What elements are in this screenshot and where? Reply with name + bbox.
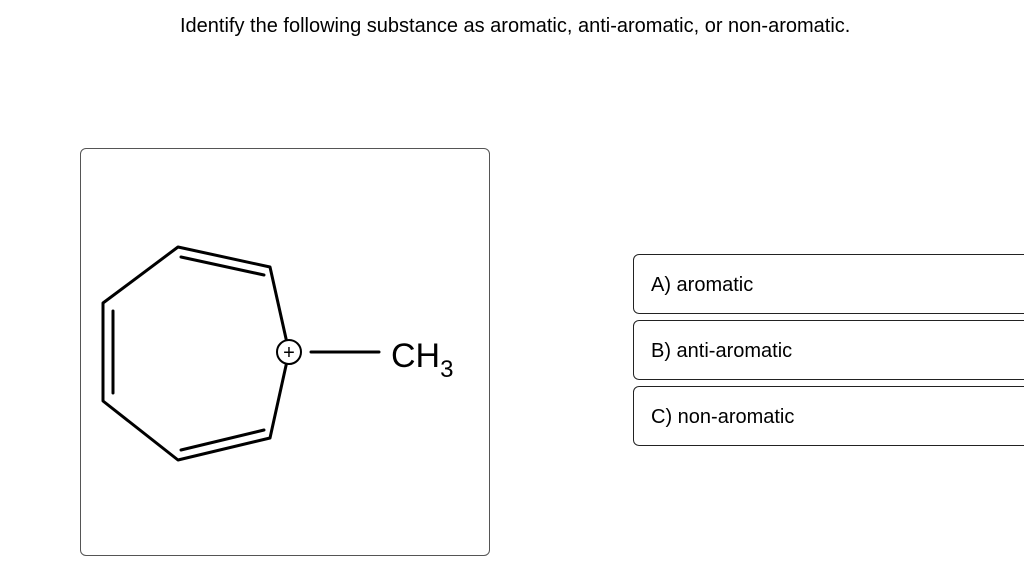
option-c-non-aromatic[interactable]: C) non-aromatic <box>633 386 1024 446</box>
option-a-label: A) aromatic <box>651 274 754 296</box>
methyl-subscript: 3 <box>440 356 453 383</box>
double-bond-top <box>179 255 266 277</box>
charge-circle <box>276 339 302 365</box>
option-b-anti-aromatic[interactable]: B) anti-aromatic <box>633 320 1024 380</box>
structure-image-box: + CH3 <box>80 148 490 556</box>
methyl-carbon-hydrogen: CH <box>391 337 440 375</box>
answer-options: A) aromatic B) anti-aromatic C) non-arom… <box>633 254 1024 452</box>
molecule-drawing: + CH3 <box>101 245 453 462</box>
option-a-aromatic[interactable]: A) aromatic <box>633 254 1024 314</box>
option-c-label: C) non-aromatic <box>651 406 795 428</box>
option-b-label: B) anti-aromatic <box>651 340 793 362</box>
ring-bonds <box>101 245 291 462</box>
methyl-group-label: CH3 <box>391 337 453 383</box>
charge-symbol: + <box>283 342 295 364</box>
question-text: Identify the following substance as arom… <box>180 15 851 37</box>
double-bond-bottom <box>179 428 266 452</box>
